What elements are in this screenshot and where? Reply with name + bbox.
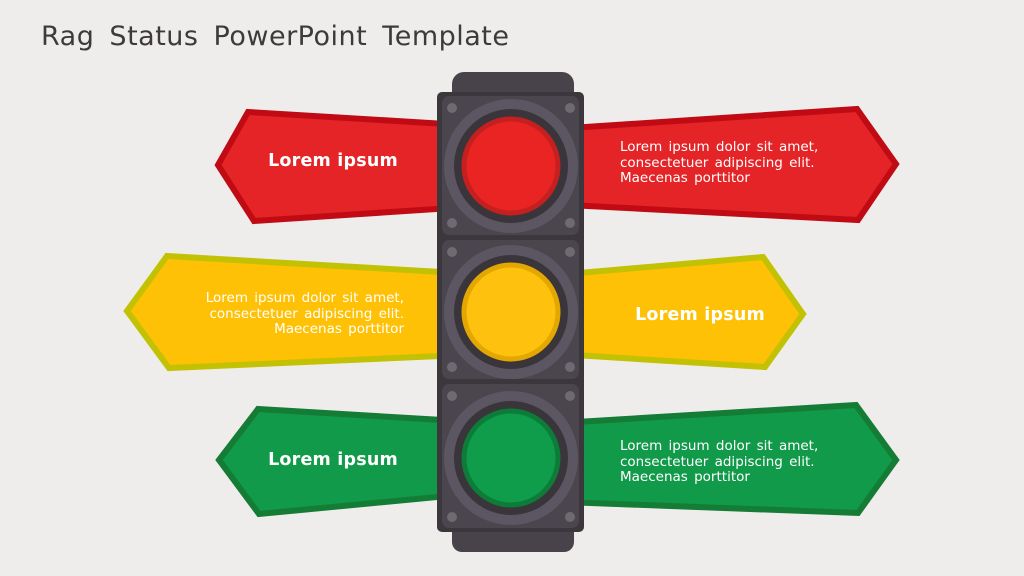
amber-right-label: Lorem ipsum bbox=[635, 305, 765, 325]
red-lamp-panel bbox=[442, 96, 579, 235]
screw-icon bbox=[447, 362, 457, 372]
paragraph-line: Maecenas porttitor bbox=[274, 321, 404, 337]
paragraph-line: consectetuer adipiscing elit. bbox=[620, 154, 815, 171]
paragraph-line: consectetuer adipiscing elit. bbox=[209, 305, 404, 322]
screw-icon bbox=[447, 512, 457, 522]
screw-icon bbox=[447, 218, 457, 228]
screw-icon bbox=[447, 103, 457, 113]
paragraph-line: Maecenas porttitor bbox=[620, 170, 750, 186]
traffic-light bbox=[437, 72, 584, 552]
screw-icon bbox=[565, 391, 575, 401]
red-left-label: Lorem ipsum bbox=[268, 151, 398, 171]
screw-icon bbox=[565, 247, 575, 257]
paragraph-line: Lorem ipsum dolor sit amet, bbox=[620, 139, 819, 155]
amber-left-paragraph: Lorem ipsum dolor sit amet, consectetuer… bbox=[183, 290, 404, 338]
paragraph-line: Lorem ipsum dolor sit amet, bbox=[205, 290, 404, 306]
screw-icon bbox=[565, 362, 575, 372]
paragraph-line: Lorem ipsum dolor sit amet, bbox=[620, 438, 819, 454]
paragraph-line: Maecenas porttitor bbox=[620, 469, 750, 485]
red-right-paragraph: Lorem ipsum dolor sit amet, consectetuer… bbox=[620, 139, 860, 187]
screw-icon bbox=[565, 512, 575, 522]
screw-icon bbox=[565, 103, 575, 113]
page-title: Rag Status PowerPoint Template bbox=[41, 21, 510, 52]
amber-lamp bbox=[461, 262, 561, 362]
green-right-paragraph: Lorem ipsum dolor sit amet, consectetuer… bbox=[620, 438, 860, 486]
green-lamp-panel bbox=[442, 384, 579, 528]
green-lamp bbox=[461, 408, 561, 508]
green-left-label: Lorem ipsum bbox=[268, 450, 398, 470]
paragraph-line: consectetuer adipiscing elit. bbox=[620, 453, 815, 470]
amber-lamp-panel bbox=[442, 240, 579, 379]
red-lamp bbox=[461, 116, 561, 216]
screw-icon bbox=[447, 391, 457, 401]
screw-icon bbox=[447, 247, 457, 257]
screw-icon bbox=[565, 218, 575, 228]
